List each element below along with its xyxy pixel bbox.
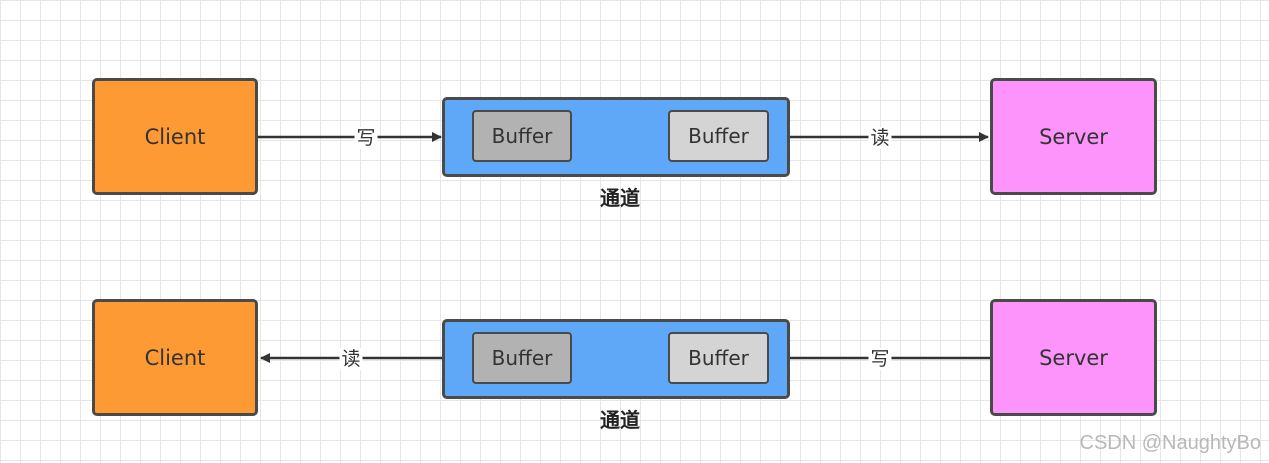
edge-label-write-1: 写	[354, 127, 378, 149]
edge-label-write-2: 写	[868, 348, 892, 370]
buffer-label: Buffer	[688, 346, 749, 370]
server-node-2[interactable]: Server	[990, 299, 1157, 416]
buffer-label: Buffer	[491, 124, 553, 148]
server-node-label: Server	[1039, 124, 1108, 149]
buffer-node-left-1[interactable]: Buffer	[472, 110, 572, 162]
channel-label-2: 通道	[600, 408, 640, 432]
channel-label-1: 通道	[600, 186, 640, 210]
buffer-node-left-2[interactable]: Buffer	[472, 332, 572, 384]
edge-label-read-2: 读	[339, 348, 363, 370]
buffer-label: Buffer	[491, 346, 553, 370]
client-node-1[interactable]: Client	[92, 78, 258, 195]
buffer-node-right-2[interactable]: Buffer	[668, 332, 769, 384]
watermark-text: CSDN @NaughtyBo	[1079, 432, 1261, 454]
edge-label-read-1: 读	[868, 127, 892, 149]
client-node-label: Client	[144, 345, 206, 370]
server-node-1[interactable]: Server	[990, 78, 1157, 195]
buffer-label: Buffer	[688, 124, 749, 148]
buffer-node-right-1[interactable]: Buffer	[668, 110, 769, 162]
client-node-label: Client	[144, 124, 206, 149]
client-node-2[interactable]: Client	[92, 299, 258, 416]
server-node-label: Server	[1039, 345, 1108, 370]
